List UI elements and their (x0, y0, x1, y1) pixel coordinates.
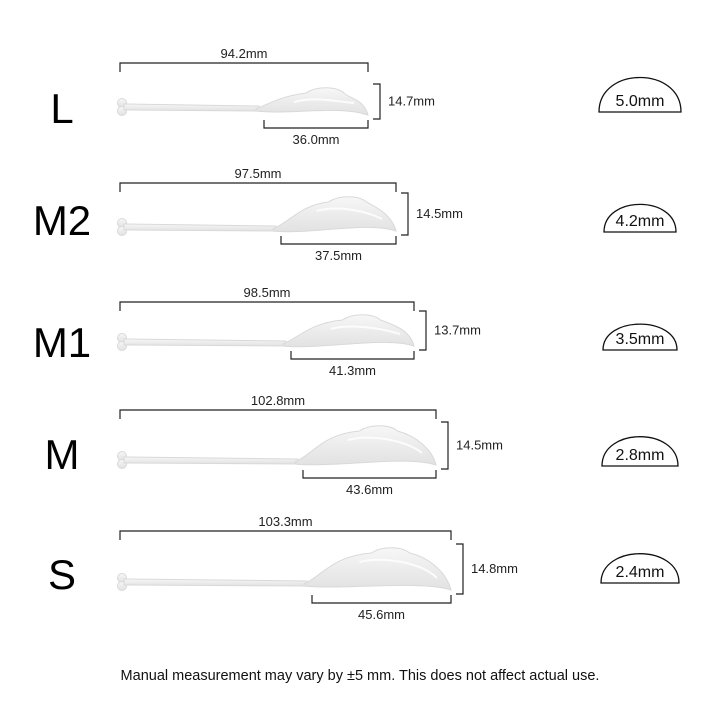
length-label: 102.8mm (251, 393, 305, 408)
pad-width-label: 45.6mm (358, 607, 405, 622)
height-bracket: 14.5mm (401, 192, 463, 236)
pad-width-label: 37.5mm (315, 248, 362, 263)
curl-height-label: 5.0mm (616, 93, 665, 110)
height-label: 14.8mm (471, 561, 518, 576)
height-label: 14.5mm (416, 206, 463, 221)
size-label: L (50, 85, 73, 132)
length-bracket: 103.3mm (119, 514, 452, 540)
height-bracket: 14.7mm (373, 83, 435, 120)
silicone-pad-illustration (117, 196, 397, 236)
silicone-pad-illustration (117, 314, 415, 351)
silicone-pad-illustration (117, 425, 437, 469)
curl-height-badge: 4.2mm (603, 203, 677, 233)
size-row-m: M 102.8mm 14.5mm 43.6mm 2.8mm (45, 393, 679, 497)
curl-height-label: 4.2mm (616, 213, 665, 230)
length-label: 98.5mm (244, 285, 291, 300)
height-bracket: 13.7mm (419, 310, 481, 351)
curl-height-badge: 3.5mm (602, 323, 678, 351)
length-label: 103.3mm (258, 514, 312, 529)
silicone-pad-illustration (117, 87, 369, 116)
height-bracket: 14.8mm (456, 543, 518, 595)
length-label: 94.2mm (221, 46, 268, 61)
pad-width-label: 36.0mm (293, 132, 340, 147)
pad-width-bracket: 41.3mm (290, 351, 415, 378)
size-row-l: L 94.2mm 14.7mm 36.0mm 5.0mm (50, 46, 682, 147)
curl-height-badge: 2.4mm (600, 553, 680, 584)
length-label: 97.5mm (235, 166, 282, 181)
length-bracket: 97.5mm (119, 166, 397, 192)
pad-width-bracket: 37.5mm (280, 236, 397, 263)
length-bracket: 94.2mm (119, 46, 369, 72)
height-bracket: 14.5mm (441, 421, 503, 470)
length-bracket: 98.5mm (119, 285, 415, 311)
measurement-footnote: Manual measurement may vary by ±5 mm. Th… (120, 668, 600, 684)
pad-width-bracket: 45.6mm (311, 595, 452, 622)
pad-width-bracket: 36.0mm (263, 120, 369, 147)
curl-height-label: 3.5mm (616, 331, 665, 348)
pad-width-bracket: 43.6mm (302, 470, 437, 497)
size-row-s: S 103.3mm 14.8mm 45.6mm 2.4mm (48, 514, 680, 622)
curl-height-badge: 2.8mm (601, 436, 679, 467)
pad-width-label: 41.3mm (329, 363, 376, 378)
size-row-m2: M2 97.5mm 14.5mm 37.5mm 4.2mm (33, 166, 677, 263)
height-label: 14.5mm (456, 438, 503, 453)
height-label: 13.7mm (434, 323, 481, 338)
size-row-m1: M1 98.5mm 13.7mm 41.3mm 3.5mm (33, 285, 678, 378)
curl-height-label: 2.8mm (616, 447, 665, 464)
curl-height-badge: 5.0mm (598, 76, 682, 113)
curl-height-label: 2.4mm (616, 564, 665, 581)
height-label: 14.7mm (388, 94, 435, 109)
size-label: M1 (33, 319, 91, 366)
size-label: M2 (33, 197, 91, 244)
size-label: M (45, 431, 80, 478)
pad-width-label: 43.6mm (346, 482, 393, 497)
size-label: S (48, 551, 76, 598)
length-bracket: 102.8mm (119, 393, 437, 419)
silicone-pad-illustration (117, 547, 452, 591)
